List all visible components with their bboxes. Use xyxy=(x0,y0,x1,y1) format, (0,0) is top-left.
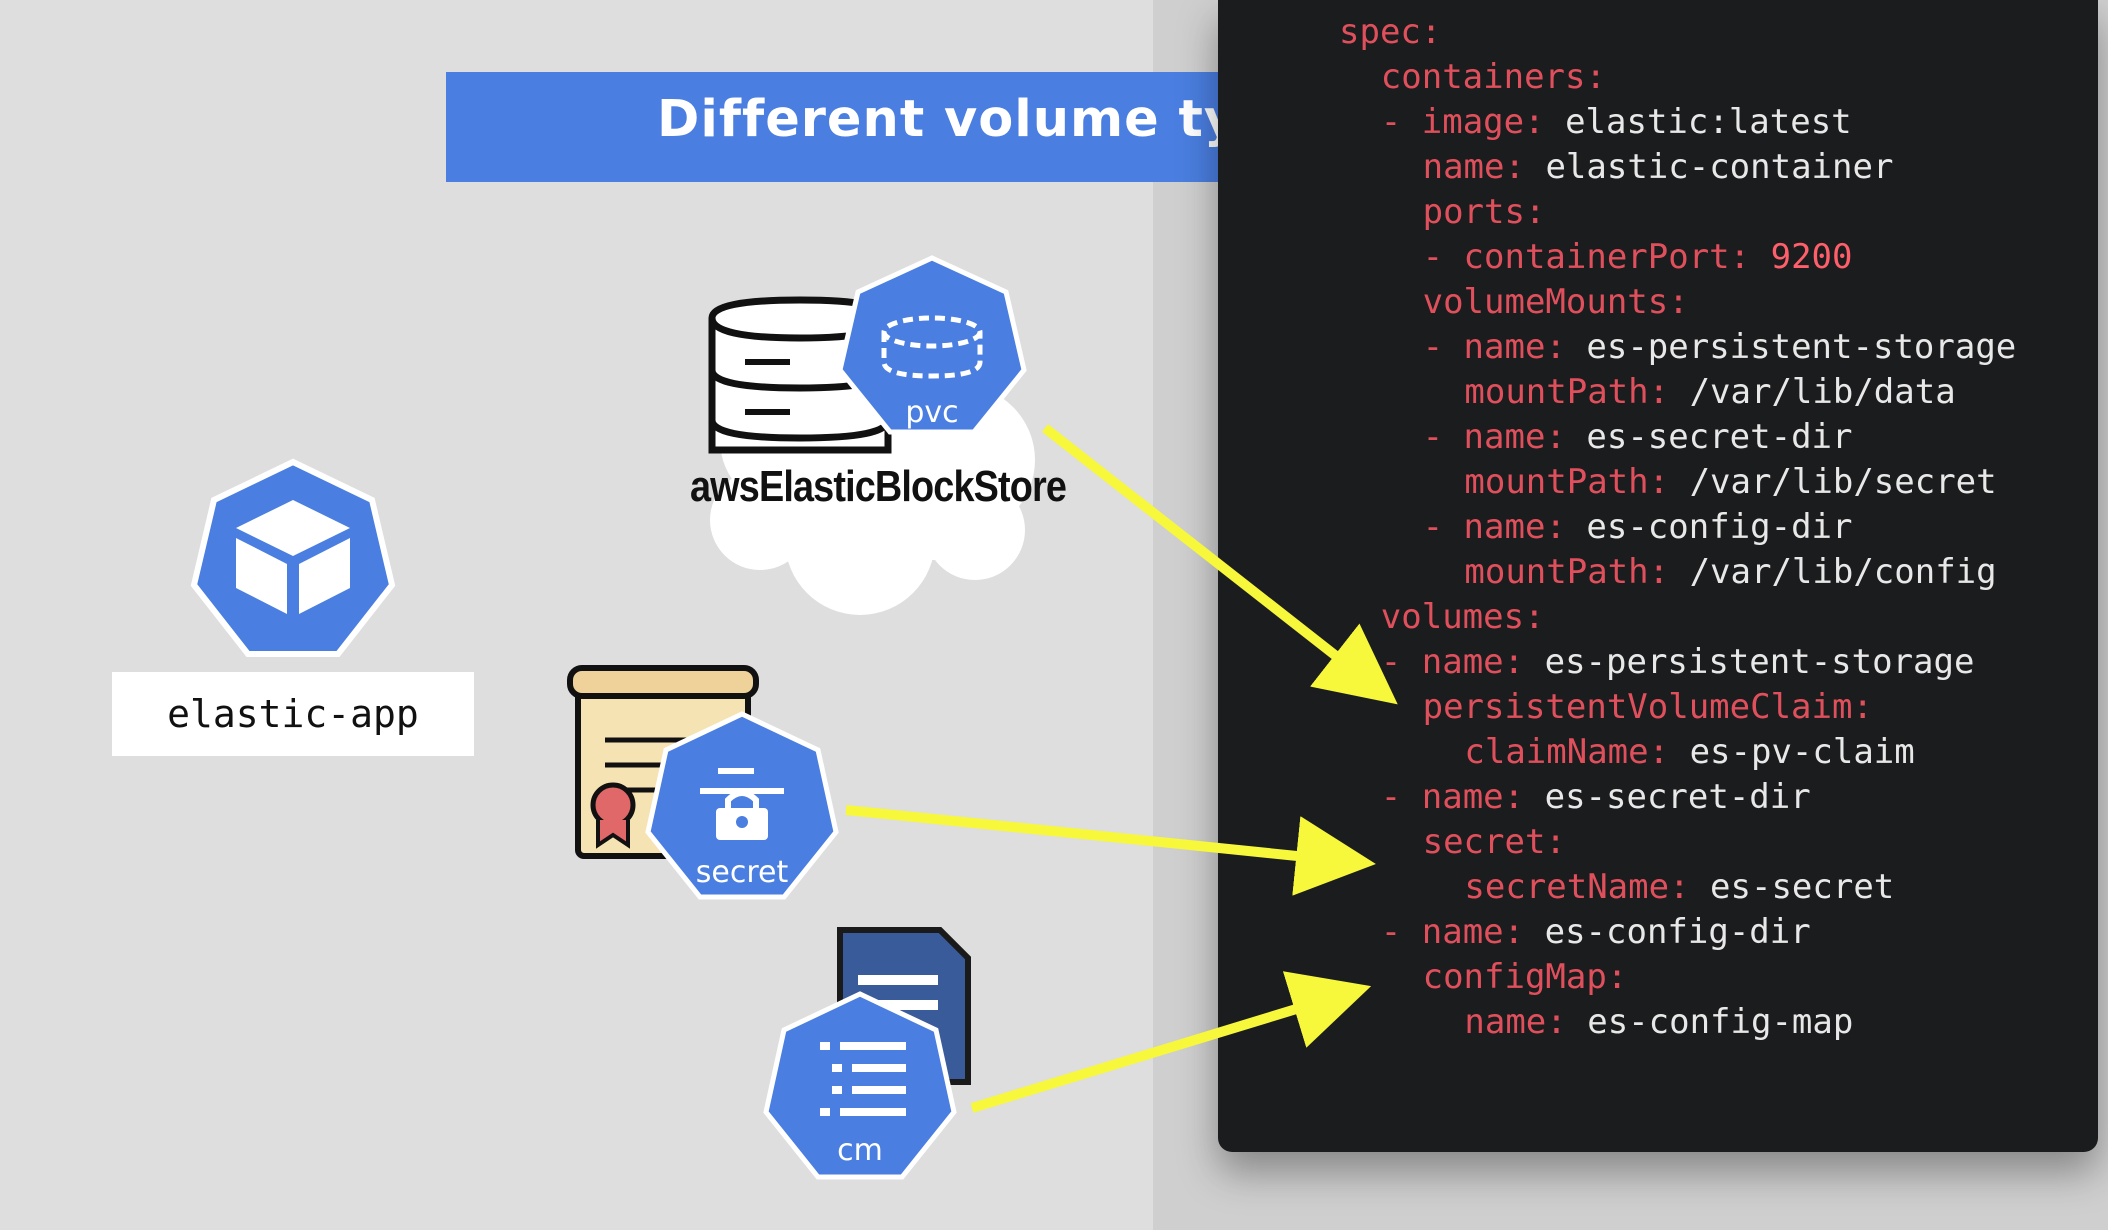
code-line: name: es-config-map xyxy=(1464,1002,1854,1042)
yaml-key: volumeMounts xyxy=(1422,282,1669,322)
code-line: - name: es-secret-dir xyxy=(1380,777,1811,817)
yaml-key: name xyxy=(1421,777,1504,817)
secret-icon: secret xyxy=(645,711,839,900)
yaml-value: es-persistent-storage xyxy=(1524,642,1975,682)
code-line: - name: es-secret-dir xyxy=(1422,417,1853,457)
yaml-key: containerPort xyxy=(1463,237,1730,277)
yaml-key: name xyxy=(1421,642,1504,682)
yaml-key: name xyxy=(1421,912,1504,952)
yaml-value: 9200 xyxy=(1750,237,1853,277)
yaml-value: /var/lib/secret xyxy=(1669,462,1997,502)
yaml-key: mountPath xyxy=(1464,462,1649,502)
configmap-icon: cm xyxy=(763,991,957,1180)
code-line: claimName: es-pv-claim xyxy=(1464,732,1915,772)
code-line: - image: elastic:latest xyxy=(1380,102,1852,142)
yaml-key: persistentVolumeClaim xyxy=(1422,687,1853,727)
code-line: - name: es-persistent-storage xyxy=(1422,327,2017,367)
code-line: name: elastic-container xyxy=(1422,147,1894,187)
arrow-configmap-to-volume xyxy=(970,971,1372,1113)
yaml-key: name xyxy=(1422,147,1505,187)
pod-icon xyxy=(190,458,396,657)
code-line: - name: es-config-dir xyxy=(1422,507,1853,547)
yaml-value: elastic-container xyxy=(1524,147,1894,187)
code-line: configMap: xyxy=(1422,957,1628,997)
yaml-key: spec xyxy=(1339,12,1421,52)
code-line: spec: xyxy=(1339,12,1442,52)
yaml-value: es-config-dir xyxy=(1524,912,1811,952)
yaml-key: configMap xyxy=(1422,957,1607,997)
yaml-key: containers xyxy=(1380,57,1586,97)
yaml-value: es-persistent-storage xyxy=(1565,327,2017,367)
yaml-key: secret xyxy=(1422,822,1546,862)
yaml-value: es-secret xyxy=(1689,867,1895,907)
code-line: secret: xyxy=(1422,822,1566,862)
code-line: containers: xyxy=(1380,57,1606,97)
app-label: elastic-app xyxy=(112,672,474,756)
yaml-value: es-config-dir xyxy=(1565,507,1853,547)
pvc-icon: pvc xyxy=(837,255,1027,435)
arrow-secret-to-volume xyxy=(845,805,1376,896)
yaml-value: es-secret-dir xyxy=(1524,777,1811,817)
yaml-key: secretName xyxy=(1464,867,1670,907)
title-banner: Different volume type xyxy=(446,72,1226,182)
code-line: mountPath: /var/lib/config xyxy=(1464,552,1997,592)
code-line: - containerPort: 9200 xyxy=(1422,237,1853,277)
yaml-key: name xyxy=(1464,1002,1547,1042)
yaml-value: elastic:latest xyxy=(1544,102,1852,142)
code-line: ports: xyxy=(1422,192,1546,232)
aws-ebs-label: awsElasticBlockStore xyxy=(690,462,1067,511)
yaml-key: name xyxy=(1463,417,1546,457)
code-line: mountPath: /var/lib/secret xyxy=(1464,462,1997,502)
yaml-key: mountPath xyxy=(1464,552,1649,592)
arrow-pvc-to-volume xyxy=(1041,424,1398,705)
slide-title: Different volume type xyxy=(657,90,1226,149)
yaml-key: image xyxy=(1421,102,1525,142)
yaml-value: es-secret-dir xyxy=(1565,417,1853,457)
yaml-key: ports xyxy=(1422,192,1525,232)
code-panel: spec: containers: - image: elastic:latest n… xyxy=(1218,0,2098,1152)
database-icon xyxy=(708,296,892,454)
code-line: volumes: xyxy=(1380,597,1545,637)
yaml-key: mountPath xyxy=(1464,372,1649,412)
yaml-value: es-config-map xyxy=(1566,1002,1854,1042)
pvc-label: pvc xyxy=(905,395,958,430)
secret-label: secret xyxy=(696,855,789,890)
code-line: persistentVolumeClaim: xyxy=(1422,687,1873,727)
code-line: - name: es-config-dir xyxy=(1380,912,1811,952)
yaml-key: claimName xyxy=(1464,732,1649,772)
yaml-key: name xyxy=(1463,507,1546,547)
code-line: mountPath: /var/lib/data xyxy=(1464,372,1956,412)
yaml-value: /var/lib/config xyxy=(1669,552,1997,592)
code-line: volumeMounts: xyxy=(1422,282,1689,322)
code-line: secretName: es-secret xyxy=(1464,867,1895,907)
yaml-value: /var/lib/data xyxy=(1669,372,1956,412)
yaml-key: name xyxy=(1463,327,1546,367)
yaml-value: es-pv-claim xyxy=(1669,732,1915,772)
cm-label: cm xyxy=(837,1133,883,1168)
yaml-key: volumes xyxy=(1380,597,1525,637)
